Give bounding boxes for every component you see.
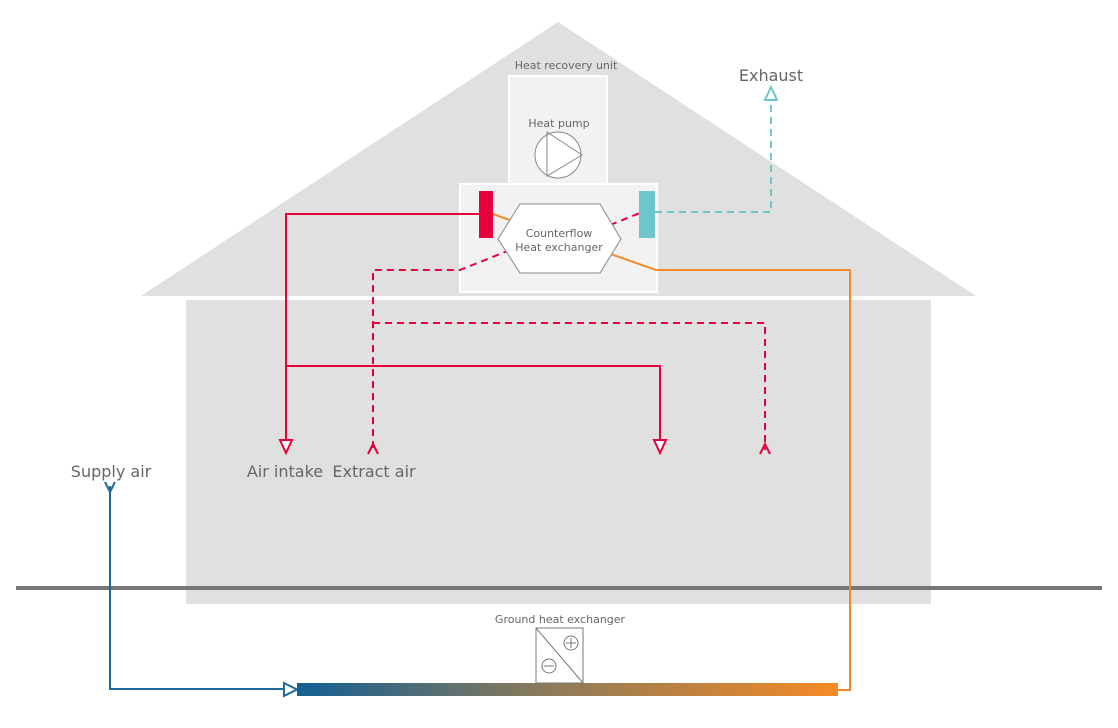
ground-heat-pipe <box>297 683 838 696</box>
ground-inlet-arrow-icon <box>283 681 300 698</box>
extract-arrow-icon <box>367 441 379 455</box>
air-intake-arrow-icon <box>278 439 294 456</box>
exhaust-line <box>655 96 772 213</box>
supply-air-line <box>285 213 479 440</box>
extract-arrow-icon-2 <box>759 441 771 455</box>
house-body <box>186 300 931 604</box>
heat-recovery-unit-label: Heat recovery unit <box>515 59 618 72</box>
supply-air-arrow-icon <box>104 481 116 495</box>
supply-arrow-icon <box>652 439 668 456</box>
supply-air-intake-line <box>109 486 284 690</box>
exhaust-arrow-icon <box>763 84 779 101</box>
exhaust-filter <box>639 191 655 238</box>
exhaust-label: Exhaust <box>739 66 803 85</box>
ground-heat-exchanger-label: Ground heat exchanger <box>495 613 626 626</box>
extract-air-label: Extract air <box>332 462 416 481</box>
heat-pump-label: Heat pump <box>528 117 589 130</box>
counterflow-label: Counterflow <box>526 227 593 240</box>
heat-pump-icon <box>534 131 583 179</box>
exhaust-in-line <box>609 212 641 226</box>
ground-heat-exchanger-icon <box>535 627 584 684</box>
air-intake-label: Air intake <box>247 462 323 481</box>
extract-air-line <box>372 249 511 450</box>
supply-branch-line <box>286 365 661 440</box>
warm-line <box>604 251 851 691</box>
counterflow-heat-exchanger <box>497 203 622 274</box>
supply-filter <box>479 191 493 238</box>
supply-air-label: Supply air <box>71 462 152 481</box>
heat-exchanger-label: Heat exchanger <box>515 241 603 254</box>
